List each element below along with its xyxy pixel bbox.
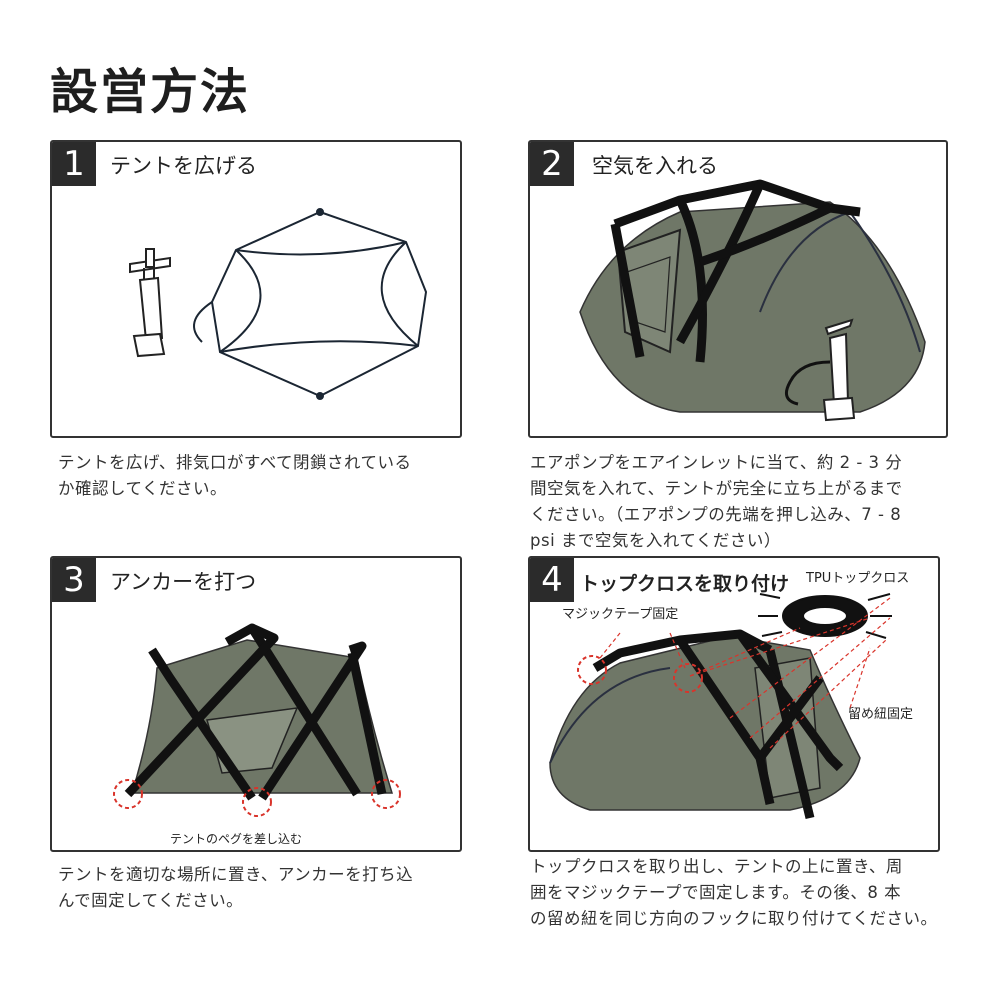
step-3-illustration: テントのペグを差し込む <box>113 623 401 846</box>
step-4-description: トップクロスを取り出し、テントの上に置き、周 囲をマジックテープで固定します。そ… <box>530 857 938 928</box>
step-4-number: 4 <box>530 558 574 602</box>
step-3-title: アンカーを打つ <box>110 570 257 594</box>
step-4-card: TPUトップクロス マジックテープ固定 留め紐固定 4 トップクロスを取り付け <box>528 556 940 852</box>
tent-frame-icon <box>592 629 844 820</box>
step-1-card: 1 テントを広げる <box>50 140 462 438</box>
air-pump-icon <box>784 318 856 422</box>
step-3-peg-note: テントのペグを差し込む <box>170 832 302 846</box>
step-2-title: 空気を入れる <box>592 154 718 178</box>
callout-cord: 留め紐固定 <box>848 707 913 722</box>
step-2-card: 2 空気を入れる <box>528 140 948 438</box>
page-title: 設営方法 <box>50 64 251 120</box>
step-2-description: エアポンプをエアインレットに当て、約 2 - 3 分 間空気を入れて、テントが完… <box>530 453 903 550</box>
tent-frame-icon <box>610 179 861 363</box>
step-1-illustration <box>129 208 428 400</box>
step-3-description: テントを適切な場所に置き、アンカーを打ち込 んで固定してください。 <box>58 865 414 910</box>
covered-tent-icon <box>549 635 861 811</box>
step-2-number: 2 <box>530 142 574 186</box>
step-1-title: テントを広げる <box>110 154 257 178</box>
tpu-top-cloth-icon <box>758 593 892 639</box>
callout-lines <box>599 597 891 749</box>
step-3-card: テントのペグを差し込む 3 アンカーを打つ <box>50 556 462 852</box>
flat-tent-icon <box>193 208 428 400</box>
step-1-number: 1 <box>52 142 96 186</box>
callout-velcro: マジックテープ固定 <box>562 607 678 622</box>
velcro-marker-icon <box>577 655 703 693</box>
step-3-number: 3 <box>52 558 96 602</box>
callout-tpu-top-cloth: TPUトップクロス <box>805 571 909 586</box>
tent-frame-icon <box>124 623 387 801</box>
peg-marker-icon <box>113 779 401 817</box>
air-pump-icon <box>129 248 171 358</box>
step-4-illustration: TPUトップクロス マジックテープ固定 留め紐固定 <box>549 571 913 820</box>
step-2-illustration <box>579 179 926 422</box>
step-4-title: トップクロスを取り付け <box>580 573 790 595</box>
step-1-description: テントを広げ、排気口がすべて閉鎖されている か確認してください。 <box>58 453 412 498</box>
